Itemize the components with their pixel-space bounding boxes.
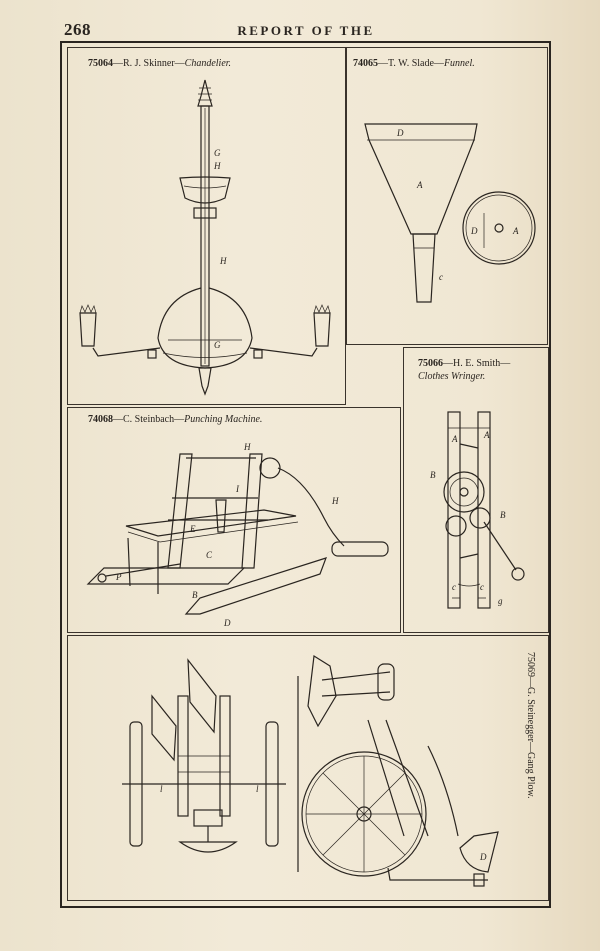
figure-label: G xyxy=(214,148,221,158)
patent-number: 74065 xyxy=(353,58,378,69)
figure-label: C xyxy=(206,550,213,560)
invention-name: Chandelier. xyxy=(184,58,232,69)
figure-label: H xyxy=(219,256,227,266)
figure-label: E xyxy=(189,524,196,534)
figure-label: B xyxy=(430,470,436,480)
figure-label: c xyxy=(439,272,443,282)
figure-label: g xyxy=(498,596,503,606)
figure-label: D xyxy=(223,618,231,628)
patent-number: 74068 xyxy=(88,414,113,425)
figure-caption: 74065—T. W. Slade—Funnel. xyxy=(353,58,475,69)
page-number: 268 xyxy=(64,20,91,39)
figure-label: D xyxy=(396,128,404,138)
figure-label: c xyxy=(480,582,484,592)
gang-plow-illustration: l l D xyxy=(122,654,499,887)
invention-name: Punching Machine. xyxy=(184,414,263,425)
figure-label: B xyxy=(192,590,198,600)
running-title: REPORT OF THE xyxy=(237,23,375,38)
figure-label: G xyxy=(214,340,221,350)
patent-number: 75066 xyxy=(418,358,443,369)
invention-name: Clothes Wringer. xyxy=(418,371,486,382)
figure-label: P xyxy=(115,572,122,582)
figure-caption: 75066—H. E. Smith— xyxy=(418,358,511,369)
figure-label: l xyxy=(160,784,163,794)
figure-label: B xyxy=(500,510,506,520)
figure-label: A xyxy=(483,430,490,440)
inventor-name: C. Steinbach— xyxy=(123,414,185,425)
patent-number: 75064 xyxy=(88,58,113,69)
figure-punching-machine: 74068—C. Steinbach—Punching Machine. xyxy=(67,407,401,633)
inventor-name: T. W. Slade— xyxy=(388,58,444,69)
figure-label: D xyxy=(470,226,478,236)
figure-label: H xyxy=(243,442,251,452)
inventor-name: H. E. Smith— xyxy=(453,358,511,369)
figure-label: A xyxy=(512,226,519,236)
figure-caption: 75064—R. J. Skinner—Chandelier. xyxy=(88,58,232,69)
figure-label: A xyxy=(451,434,458,444)
invention-name: Funnel. xyxy=(443,58,475,69)
figure-label: I xyxy=(235,484,240,494)
punching-machine-illustration: H I H E C P B D xyxy=(86,442,389,628)
running-head: 268 REPORT OF THE xyxy=(64,20,548,40)
plate-frame: 75064—R. J. Skinner—Chandelier. xyxy=(60,41,551,908)
figure-clothes-wringer: 75066—H. E. Smith— Clothes Wringer. A A xyxy=(403,347,549,633)
figure-caption-line2: Clothes Wringer. xyxy=(418,371,485,382)
funnel-illustration: D A c D A xyxy=(364,123,536,303)
clothes-wringer-illustration: A A B B c c g xyxy=(430,411,525,609)
figure-label: l xyxy=(256,784,259,794)
figure-label: c xyxy=(452,582,456,592)
chandelier-illustration: G H H G xyxy=(79,79,331,396)
figure-gang-plow: 75069—G. Steinegger—Gang Plow. xyxy=(67,635,549,901)
figure-label: D xyxy=(479,852,487,862)
figure-chandelier: 75064—R. J. Skinner—Chandelier. xyxy=(67,47,346,405)
figure-label: H xyxy=(213,161,221,171)
figure-label: A xyxy=(416,180,423,190)
figure-funnel: 74065—T. W. Slade—Funnel. D A c D A xyxy=(346,47,548,345)
inventor-name: R. J. Skinner— xyxy=(123,58,185,69)
figure-caption: 74068—C. Steinbach—Punching Machine. xyxy=(88,414,263,425)
figure-label: H xyxy=(331,496,339,506)
